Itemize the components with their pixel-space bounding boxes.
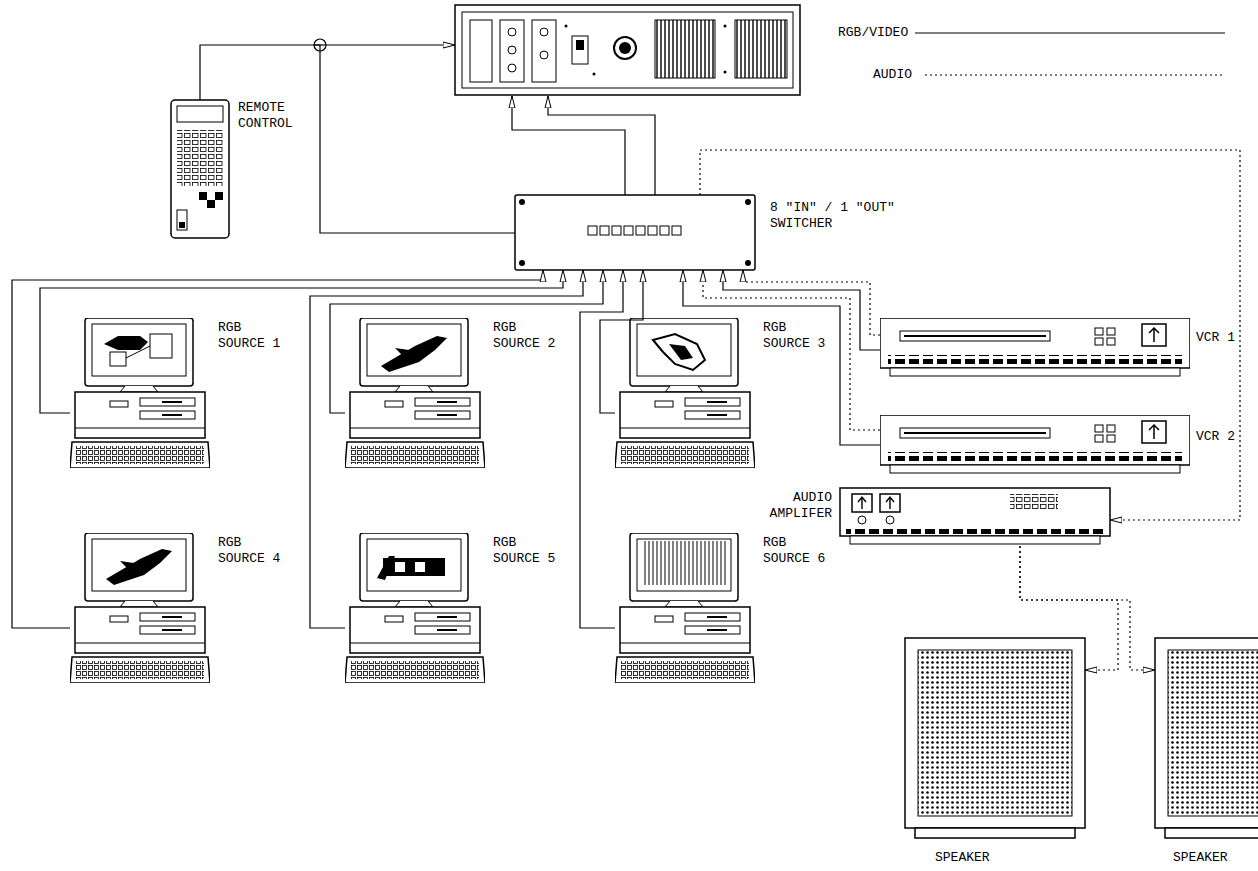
rgb-source: RGB SOURCE 1 <box>70 318 210 468</box>
computer <box>70 533 210 683</box>
device-label: RGB SOURCE 4 <box>218 535 284 567</box>
device-label: SPEAKER <box>935 850 1015 866</box>
speaker: SPEAKER <box>1155 638 1258 838</box>
audio-cable <box>1020 546 1118 670</box>
video-cable <box>330 270 603 413</box>
switcher-box <box>515 195 755 270</box>
video-cable <box>200 45 515 233</box>
legend-text: RGB/VIDEO <box>838 25 908 41</box>
switch-button <box>672 226 681 235</box>
vcr: VCR 1 <box>880 318 1190 378</box>
audio-amplifier: AUDIO AMPLIFER <box>840 488 1110 546</box>
speaker-cabinet <box>905 638 1085 838</box>
legend-line-solid <box>915 32 1225 33</box>
vcr: VCR 2 <box>880 415 1190 475</box>
computer-illustrations <box>70 318 755 683</box>
computer <box>70 318 210 468</box>
remote-wire <box>320 44 455 45</box>
device-label: REMOTE CONTROL <box>238 100 310 132</box>
rgb-source: RGB SOURCE 5 <box>345 533 485 683</box>
switch-button <box>660 226 669 235</box>
vcr <box>880 415 1190 473</box>
device-label: RGB SOURCE 2 <box>493 320 559 352</box>
device-label: RGB SOURCE 3 <box>763 320 829 352</box>
screen-image <box>377 556 445 580</box>
device-label: RGB SOURCE 5 <box>493 535 559 567</box>
screen-image <box>653 334 705 370</box>
switch-button <box>648 226 657 235</box>
video-cable <box>683 270 880 445</box>
legend-item: RGB/VIDEO <box>838 25 908 41</box>
audio-amplifier <box>840 488 1110 544</box>
projector <box>455 5 800 95</box>
speaker-cabinet <box>1155 638 1258 838</box>
video-wire <box>548 96 655 195</box>
video-cable <box>310 270 583 628</box>
switcher: 8 "IN" / 1 "OUT" SWITCHER <box>515 195 755 270</box>
device-label: SPEAKER <box>1173 850 1253 866</box>
device-label: VCR 1 <box>1196 330 1246 346</box>
rgb-source: RGB SOURCE 2 <box>345 318 485 468</box>
audio-cable <box>703 270 880 430</box>
rgb-source: RGB SOURCE 3 <box>615 318 755 468</box>
computer <box>345 318 485 468</box>
switch-button <box>612 226 621 235</box>
device-label: RGB SOURCE 1 <box>218 320 284 352</box>
video-wire <box>512 96 625 195</box>
device-label: AUDIO AMPLIFER <box>748 490 832 522</box>
rgb-source: RGB SOURCE 4 <box>70 533 210 683</box>
vcr <box>880 318 1190 376</box>
audio-cable <box>1020 546 1155 670</box>
screen-image <box>381 336 447 372</box>
switch-button <box>636 226 645 235</box>
legend-text: AUDIO <box>873 67 912 83</box>
screen-image <box>104 334 172 366</box>
switch-button <box>624 226 633 235</box>
device-label: RGB SOURCE 6 <box>763 535 829 567</box>
screen-image <box>642 541 728 585</box>
device-label: VCR 2 <box>1196 429 1246 445</box>
computer <box>615 533 755 683</box>
video-cable <box>580 270 623 628</box>
device-label: 8 "IN" / 1 "OUT" SWITCHER <box>770 200 904 232</box>
video-cable <box>600 270 643 413</box>
remote-control: REMOTE CONTROL <box>170 100 230 240</box>
speaker: SPEAKER <box>905 638 1085 838</box>
legend-item: AUDIO <box>873 67 912 83</box>
switch-button <box>600 226 609 235</box>
legend-line-dotted <box>925 74 1225 75</box>
remote-control <box>171 100 229 238</box>
computer <box>615 318 755 468</box>
audio-cable <box>700 150 1240 520</box>
rgb-source: RGB SOURCE 6 <box>615 533 755 683</box>
switch-button <box>588 226 597 235</box>
wires <box>314 39 655 195</box>
video-cable <box>40 270 563 413</box>
screen-image <box>106 549 172 585</box>
video-cable <box>12 270 543 628</box>
computer <box>345 533 485 683</box>
